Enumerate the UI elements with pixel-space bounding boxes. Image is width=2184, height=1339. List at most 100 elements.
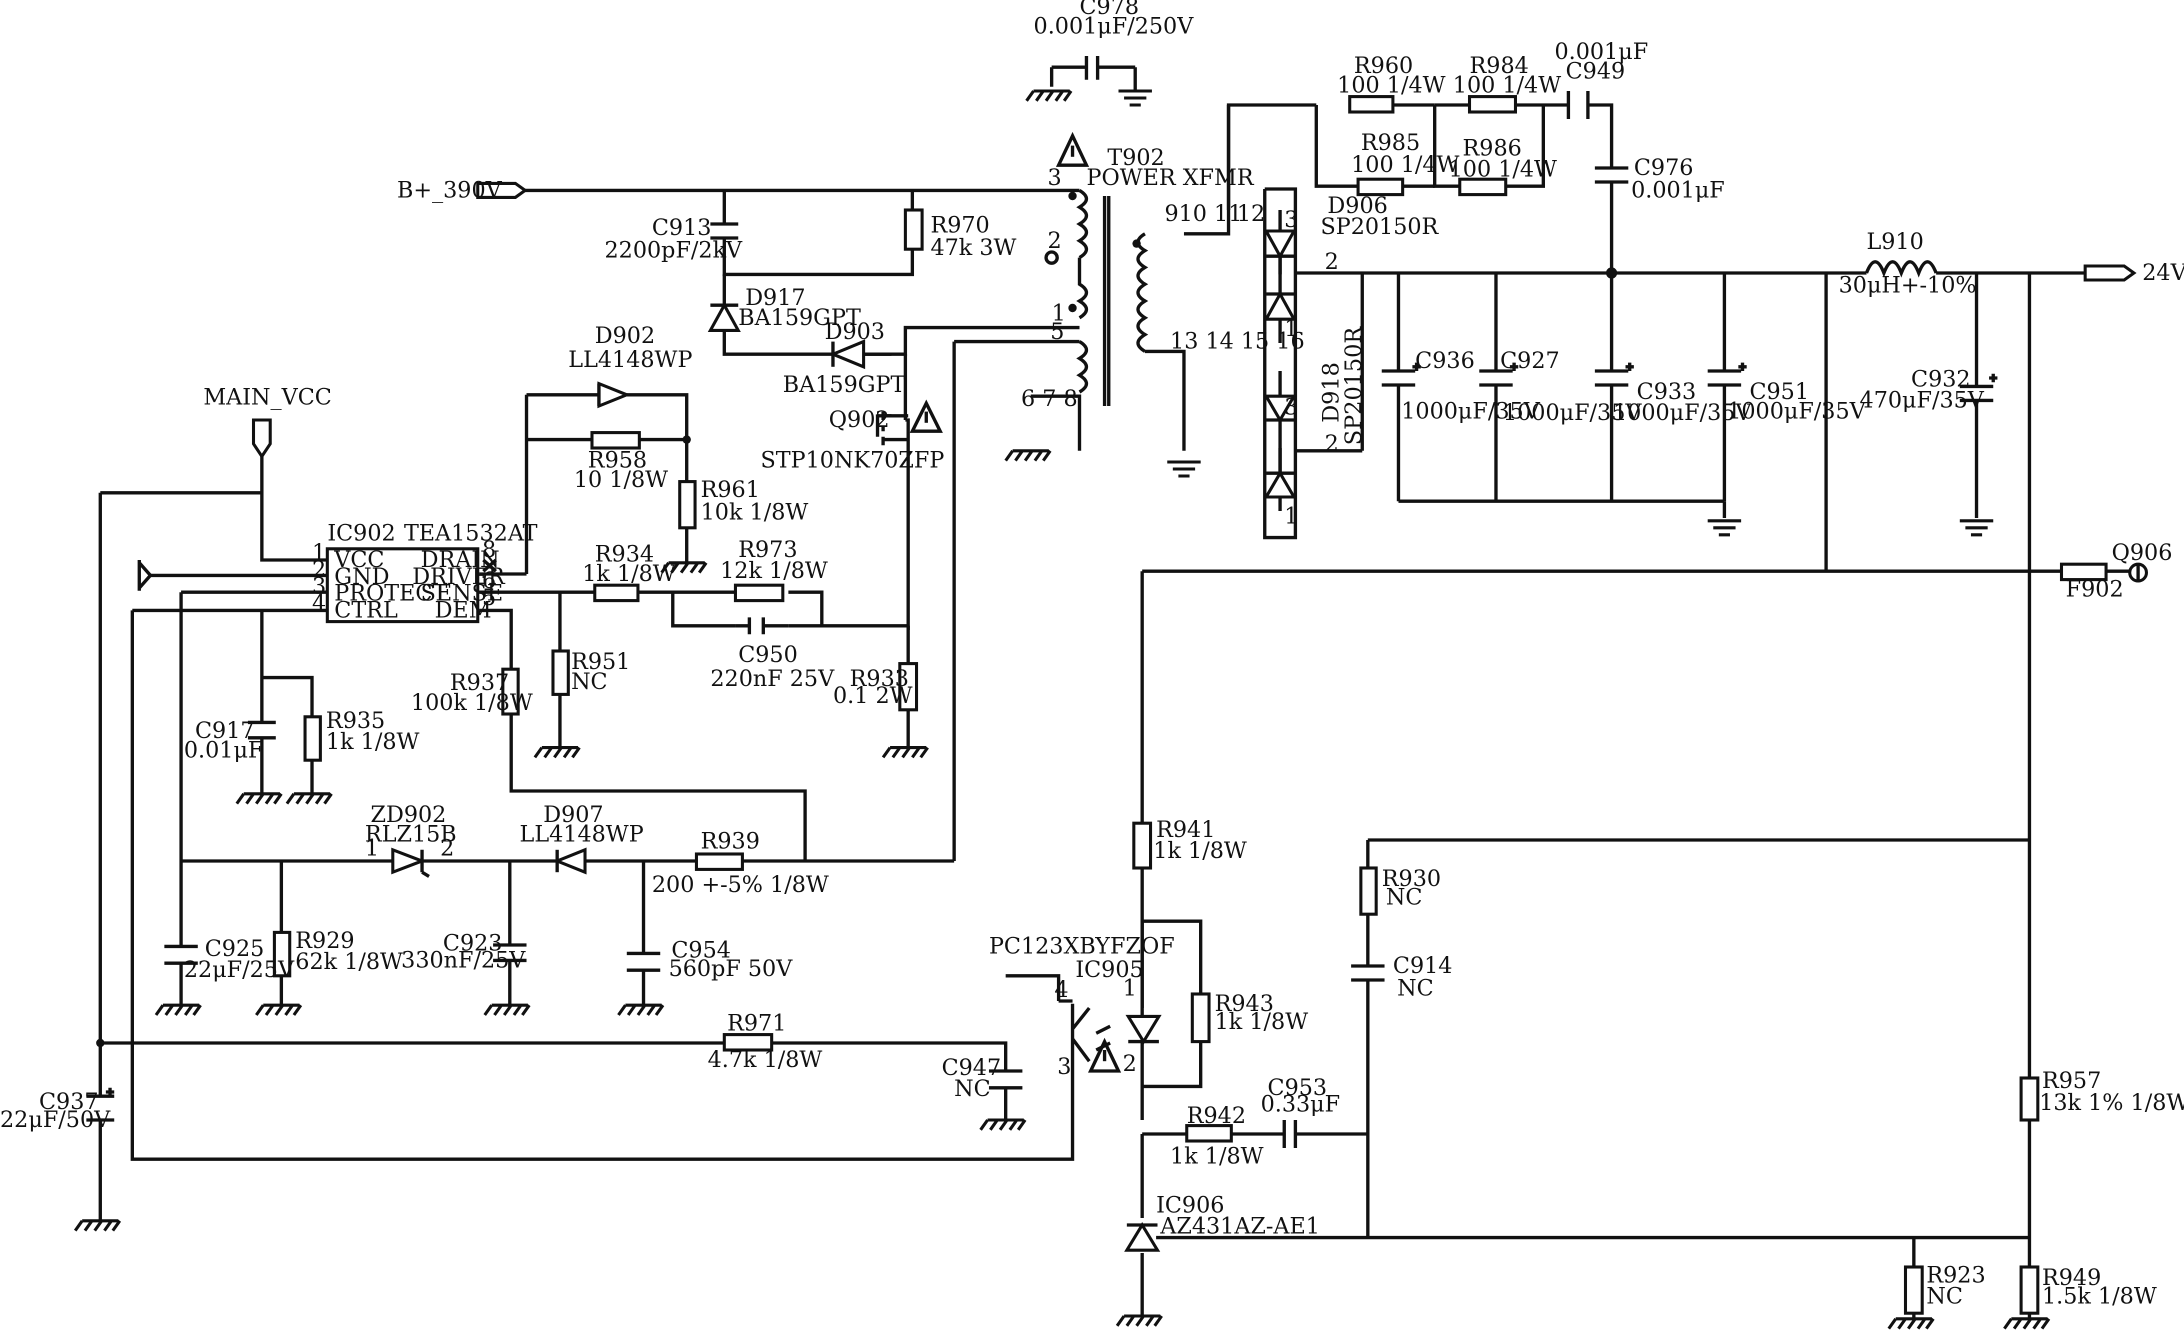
r984-val: 100 1/4W	[1453, 72, 1561, 98]
ic902-num-3: 3	[312, 574, 326, 600]
d917-ref: D917	[745, 285, 805, 311]
c913-ref: C913	[652, 215, 712, 241]
t902-pin2: 2	[1047, 228, 1061, 254]
ic905-pin4: 4	[1054, 977, 1068, 1003]
zd902-pin2: 2	[440, 835, 454, 861]
ic905-pin3: 3	[1057, 1054, 1071, 1080]
c914-val: NC	[1397, 975, 1434, 1001]
l910-val: 30μH+-10%	[1839, 273, 1977, 299]
d906-part: SP20150R	[1320, 214, 1439, 240]
r941-val: 1k 1/8W	[1153, 838, 1247, 864]
t902-pin5: 5	[1050, 319, 1064, 345]
ic905-pin2: 2	[1123, 1051, 1137, 1077]
ic902-pin-dem: DEM	[435, 597, 492, 623]
ic902-num-8: 8	[482, 537, 496, 563]
r958-val: 10 1/8W	[574, 467, 668, 493]
r961-val: 10k 1/8W	[701, 499, 809, 525]
r943-ref: R943	[1215, 991, 1274, 1017]
c978-val: 0.001μF/250V	[1034, 14, 1195, 40]
ic902-pin-drain: DRAIN	[421, 547, 500, 573]
ic902-pin-protect: PROTECT	[334, 581, 447, 607]
c953-ref: C953	[1268, 1075, 1328, 1101]
t902-ref: T902	[1107, 145, 1164, 171]
r934-val: 1k 1/8W	[582, 561, 676, 587]
c954-val: 560pF 50V	[669, 956, 794, 982]
c936-ref: C936	[1415, 348, 1475, 374]
r951-val: NC	[571, 669, 608, 695]
d918-pin2: 2	[1325, 431, 1339, 457]
r949-ref: R949	[2042, 1265, 2101, 1291]
d907-ref: D907	[543, 802, 603, 828]
ic902-num-6: 6	[482, 568, 496, 594]
r933-ref: R933	[850, 666, 909, 692]
r930-ref: R930	[1382, 866, 1441, 892]
r923-ref: R923	[1926, 1262, 1985, 1288]
r933-val: 0.1 2W	[833, 683, 913, 709]
c951-ref: C951	[1749, 379, 1809, 405]
r939-val: 200 +-5% 1/8W	[652, 872, 829, 898]
r973-ref: R973	[738, 537, 797, 563]
c949-ref: C949	[1566, 58, 1626, 84]
ic902-pin-vcc: VCC	[333, 547, 384, 573]
t902-pin3: 3	[1047, 165, 1061, 191]
d918-part: SP20150R	[1341, 326, 1367, 446]
c949-val: 0.001μF	[1554, 39, 1648, 65]
r930-val: NC	[1386, 884, 1423, 910]
c927-val: 1000μF/35V	[1503, 400, 1642, 426]
ic906-part: AZ431AZ-AE1	[1159, 1213, 1320, 1239]
r923-val: NC	[1926, 1283, 1963, 1309]
r985-val: 100 1/4W	[1351, 152, 1459, 178]
r929-val: 62k 1/8W	[295, 949, 403, 975]
r973-val: 12k 1/8W	[720, 558, 828, 584]
c925-val: 22μF/25V	[184, 957, 295, 983]
r942-ref: R942	[1187, 1103, 1246, 1129]
r939-ref: R939	[701, 828, 760, 854]
r957-val: 13k 1% 1/8W	[2039, 1090, 2184, 1116]
ic905-ref: IC905	[1075, 957, 1143, 983]
r984-ref: R984	[1470, 53, 1529, 79]
ic905-pin1: 1	[1123, 975, 1137, 1001]
zd902-ref: ZD902	[371, 802, 447, 828]
c937-ref: C937	[39, 1089, 99, 1115]
c932-ref: C932	[1911, 366, 1971, 392]
r935-ref: R935	[326, 708, 385, 734]
c976-ref: C976	[1634, 155, 1694, 181]
c937-val: 22μF/50V	[0, 1107, 111, 1133]
c917-ref: C917	[195, 718, 255, 744]
d906-pin3: 3	[1284, 207, 1298, 233]
r934-ref: R934	[595, 541, 654, 567]
r937-val: 100k 1/8W	[411, 690, 533, 716]
r937-ref: R937	[450, 670, 509, 696]
ic902-part: TEA1532AT	[404, 520, 538, 546]
t902-pin678: 6 7 8	[1021, 386, 1078, 412]
f902-ref: F902	[2066, 576, 2124, 602]
c947-val: NC	[954, 1076, 991, 1102]
out-24v-label: 24V	[2142, 260, 2184, 286]
c932-val: 470μF/35V	[1860, 387, 1985, 413]
r949-val: 1.5k 1/8W	[2042, 1283, 2157, 1309]
d906-pin2: 2	[1325, 249, 1339, 275]
r971-val: 4.7k 1/8W	[708, 1047, 823, 1073]
r970-val: 47k 3W	[930, 235, 1016, 261]
b-plus-label: B+_390V	[397, 177, 503, 203]
r960-val: 100 1/4W	[1337, 72, 1445, 98]
t902-pin1: 1	[1052, 301, 1066, 327]
t902-name: POWER XFMR	[1086, 165, 1254, 191]
d906-ref: D906	[1327, 193, 1387, 219]
r942-val: 1k 1/8W	[1170, 1143, 1264, 1169]
main-vcc-label: MAIN_VCC	[203, 385, 331, 411]
c976-val: 0.001μF	[1631, 177, 1725, 203]
c925-ref: C925	[205, 936, 265, 962]
c927-ref: C927	[1500, 348, 1560, 374]
ic902-pin-sense: SENSE	[421, 581, 504, 607]
labels: B+_390V MAIN_VCC 24V IC902 TEA1532AT VCC…	[0, 0, 2184, 1309]
r960-ref: R960	[1354, 53, 1413, 79]
q902-ref: Q902	[829, 407, 890, 433]
r951-ref: R951	[571, 649, 630, 675]
r941-ref: R941	[1156, 817, 1215, 843]
c923-val: 330nF/25V	[401, 947, 526, 973]
ic902-num-5: 5	[482, 585, 496, 611]
c954-ref: C954	[671, 938, 731, 964]
r929-ref: R929	[295, 928, 354, 954]
ic902-num-1: 1	[312, 540, 326, 566]
